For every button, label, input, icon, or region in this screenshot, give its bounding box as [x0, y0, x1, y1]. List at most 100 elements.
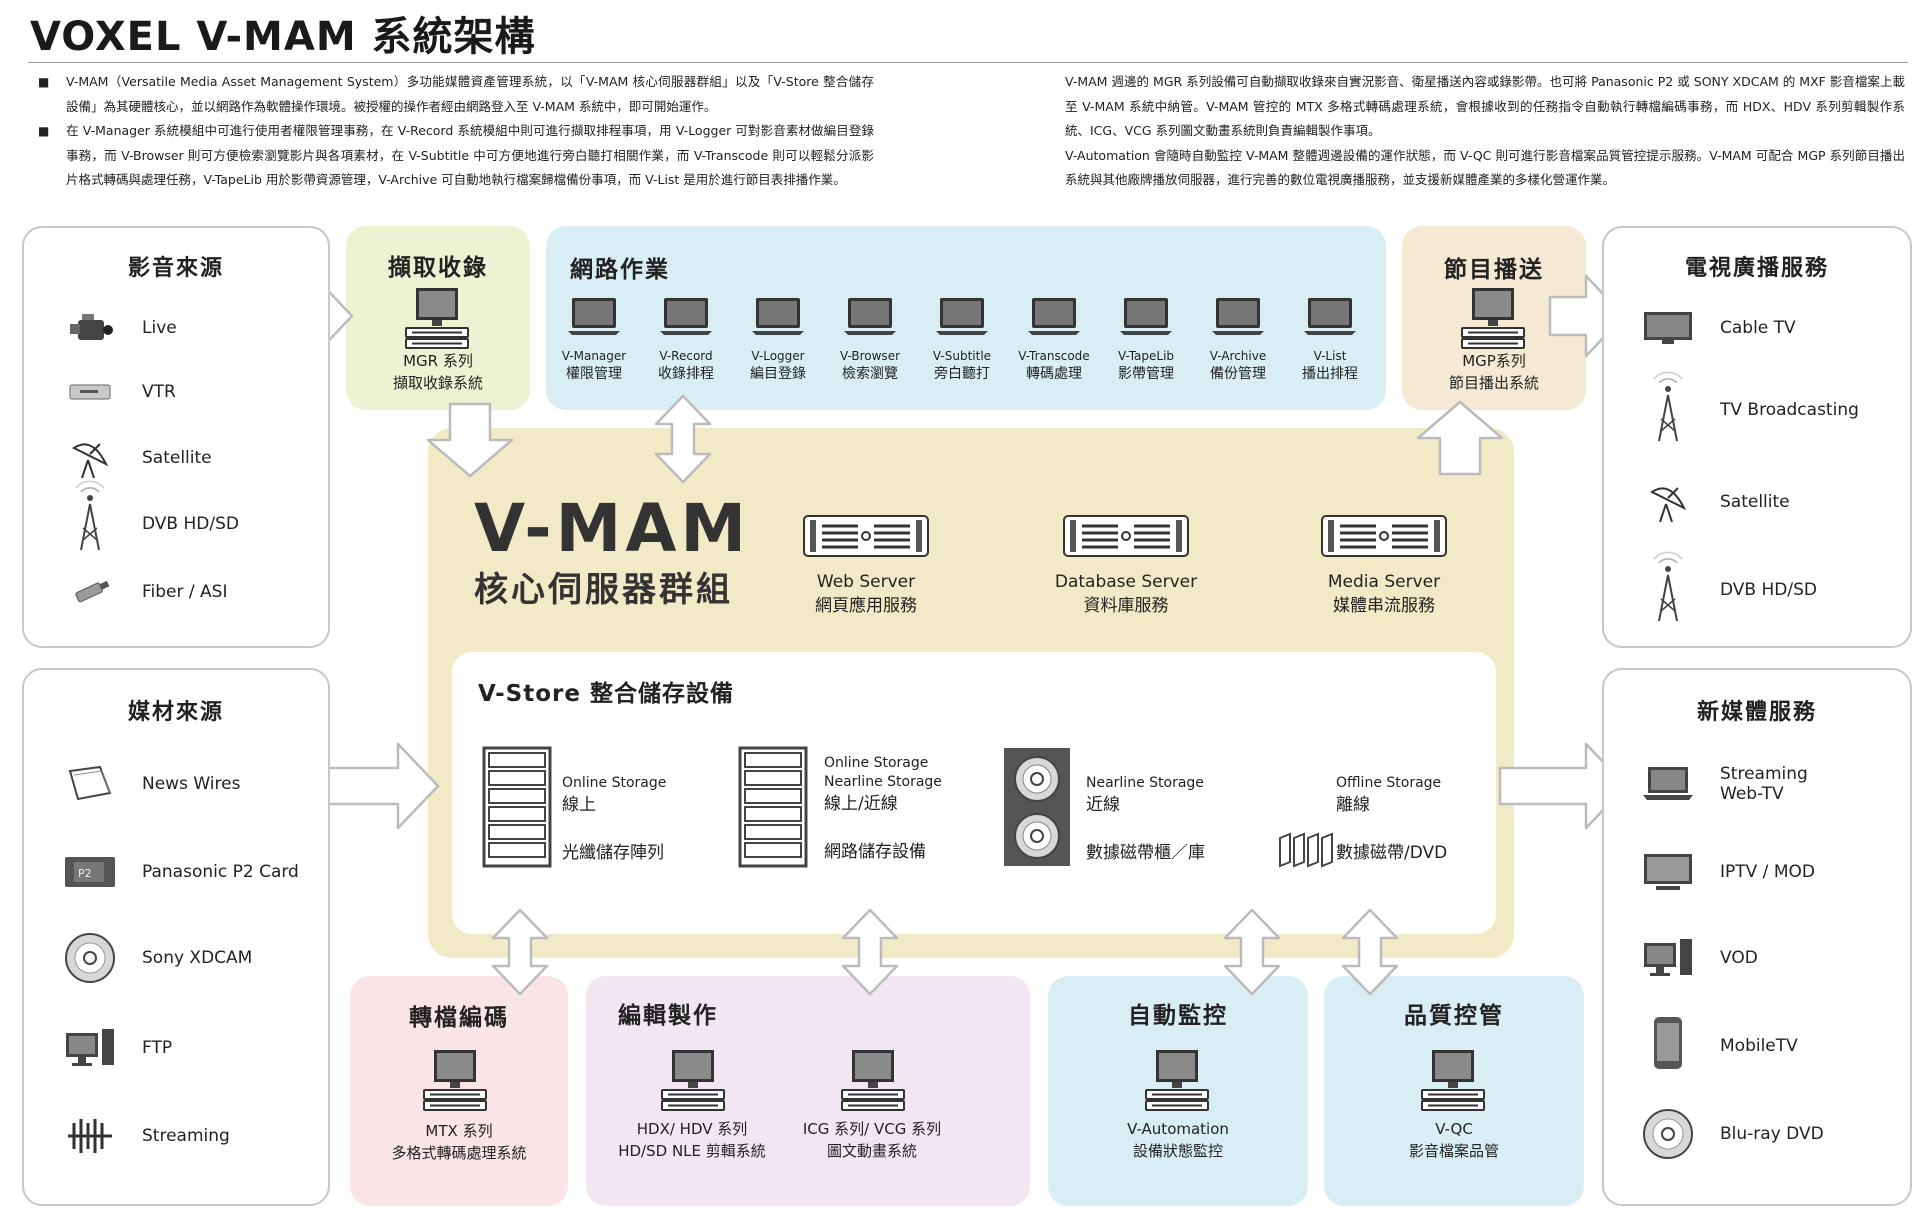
server-desc: 資料庫服務	[1083, 596, 1169, 616]
storage-unit-online: Online Storage 線上 光纖儲存陣列	[562, 774, 666, 865]
module-name: V-TapeLib	[1117, 349, 1175, 363]
server-name: Web Server	[816, 572, 916, 592]
panel-title: 影音來源	[127, 256, 224, 281]
panel-title: 網路作業	[570, 257, 670, 283]
list-item: DVB HD/SD	[62, 480, 239, 551]
panel-title: 轉檔編碼	[409, 1005, 509, 1031]
list-item: Sony XDCAM	[62, 933, 253, 983]
storage-rack-icon	[738, 746, 808, 868]
server-name: Database Server	[1054, 572, 1198, 592]
qc-caption: V-QC 影音檔案品管	[1324, 1118, 1584, 1162]
caption-line: ICG 系列/ VCG 系列	[802, 1120, 942, 1138]
item-label: Sony XDCAM	[142, 948, 253, 968]
caption-line: 設備狀態監控	[1132, 1142, 1223, 1160]
video-camera-icon	[62, 306, 118, 350]
caption-line: HD/SD NLE 剪輯系統	[618, 1142, 766, 1160]
desktop-computer-icon	[62, 1026, 118, 1070]
editing-system-nle: HDX/ HDV 系列 HD/SD NLE 剪輯系統	[596, 1118, 788, 1162]
module-desc: 備份管理	[1210, 366, 1266, 382]
intro-paragraph: 在 V-Manager 系統模組中可進行使用者權限管理事務，在 V-Record…	[38, 119, 874, 193]
antenna-tower-icon	[1640, 371, 1696, 442]
av-source-panel: 影音來源 Live VTR Satellite DVB HD/SD Fiber …	[22, 226, 330, 648]
caption-line: HDX/ HDV 系列	[636, 1120, 748, 1138]
caption-line: 節目播出系統	[1448, 374, 1539, 392]
list-item: Live	[62, 306, 177, 350]
caption-line: 圖文動畫系統	[826, 1142, 917, 1160]
panel-title: 編輯製作	[618, 1003, 718, 1029]
storage-type: Online Storage	[824, 755, 929, 771]
page-title: VOXEL V-MAM 系統架構	[30, 14, 536, 60]
panel-title: 電視廣播服務	[1684, 256, 1829, 281]
arrow-up	[1416, 400, 1504, 476]
panel-title: 品質控管	[1404, 1003, 1504, 1029]
panel-title: 媒材來源	[127, 700, 224, 725]
storage-rack-icon	[482, 746, 552, 868]
module-name: V-Archive	[1209, 349, 1267, 363]
item-label: VOD	[1720, 948, 1758, 968]
module-name: V-List	[1313, 349, 1347, 363]
editing-system-graphics: ICG 系列/ VCG 系列 圖文動畫系統	[776, 1118, 968, 1162]
storage-unit-nearline: Nearline Storage 近線 數據磁帶櫃／庫	[1086, 774, 1205, 865]
satellite-dish-icon	[1640, 480, 1696, 524]
list-item: Streaming	[62, 1114, 230, 1158]
p2-card-icon: P2	[62, 850, 118, 894]
list-item: Satellite	[1640, 480, 1790, 524]
module-name: V-Record	[659, 349, 713, 363]
list-item: VTR	[62, 370, 176, 414]
module-desc: 編目登錄	[750, 366, 806, 382]
arrow-bidirectional	[1223, 908, 1281, 996]
list-item: FTP	[62, 1026, 172, 1070]
monitor-icon	[1640, 850, 1696, 894]
item-label: TV Broadcasting	[1720, 400, 1859, 420]
item-label: Fiber / ASI	[142, 582, 228, 602]
intro-paragraph: V-Automation 會隨時自動監控 V-MAM 整體週邊設備的運作狀態，而…	[1065, 147, 1905, 188]
streaming-icon	[62, 1114, 118, 1158]
item-label: DVB HD/SD	[142, 514, 239, 534]
server-name: Media Server	[1327, 572, 1441, 592]
store-title: V-Store 整合儲存設備	[478, 681, 734, 707]
database-server: Database Server 資料庫服務	[1026, 570, 1226, 618]
svg-text:P2: P2	[78, 867, 92, 880]
item-label: MobileTV	[1720, 1036, 1798, 1056]
folder-icon	[62, 762, 118, 806]
database-server-icon	[1062, 514, 1190, 558]
ingest-caption: MGR 系列 擷取收錄系統	[346, 350, 530, 394]
storage-type: Nearline Storage	[824, 774, 942, 790]
arrow-down	[426, 402, 514, 478]
vtr-deck-icon	[62, 370, 118, 414]
arrow-bidirectional	[1341, 908, 1399, 996]
media-server-icon	[1320, 514, 1448, 558]
storage-device: 網路儲存設備	[824, 842, 926, 862]
storage-type: Online Storage	[562, 775, 667, 791]
intro-left: V-MAM（Versatile Media Asset Management S…	[38, 70, 874, 193]
editing-panel-bg	[586, 976, 1030, 1206]
tape-cartridge-icon	[1279, 832, 1333, 868]
transcode-caption: MTX 系列 多格式轉碼處理系統	[350, 1120, 568, 1164]
module-desc: 權限管理	[566, 366, 622, 382]
module-desc: 轉碼處理	[1026, 366, 1082, 382]
storage-class: 線上	[562, 795, 596, 815]
core-subtitle: 核心伺服器群組	[474, 570, 733, 610]
core-name: V-MAM	[474, 490, 751, 567]
module-name: V-Logger	[751, 349, 805, 363]
arrow-bidirectional	[491, 908, 549, 996]
module-name: V-Browser	[839, 349, 901, 363]
storage-unit-online-nearline: Online Storage Nearline Storage 線上/近線 網路…	[824, 754, 942, 864]
module-desc: 收錄排程	[658, 366, 714, 382]
caption-line: V-QC	[1435, 1120, 1473, 1138]
mobile-phone-icon	[1640, 1017, 1696, 1069]
module-name: V-Transcode	[1018, 349, 1090, 363]
list-item: Satellite	[62, 436, 212, 480]
web-server-icon	[802, 514, 930, 558]
storage-class: 近線	[1086, 795, 1120, 815]
module-name: V-Subtitle	[932, 349, 992, 363]
module-v-record: V-Record 收錄排程	[641, 344, 731, 383]
